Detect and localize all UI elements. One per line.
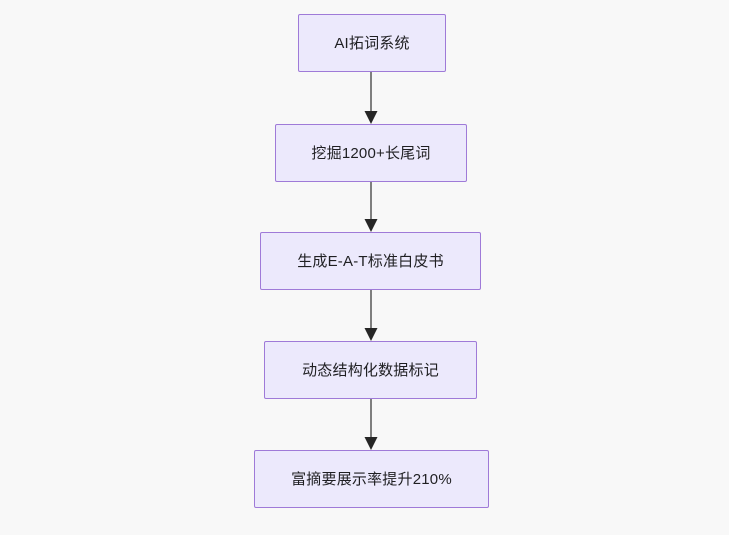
flowchart-node-eat-whitepaper[interactable]: 生成E-A-T标准白皮书 [260, 232, 481, 290]
flowchart-node-ai-keyword-system[interactable]: AI拓词系统 [298, 14, 446, 72]
node-label: 生成E-A-T标准白皮书 [297, 252, 444, 270]
flowchart-node-longtail-keywords[interactable]: 挖掘1200+长尾词 [275, 124, 467, 182]
edge-n4-n5 [359, 399, 383, 450]
edge-n2-n3 [359, 182, 383, 232]
flowchart-node-rich-snippet-uplift[interactable]: 富摘要展示率提升210% [254, 450, 489, 508]
node-label: AI拓词系统 [334, 34, 410, 52]
edge-n3-n4 [359, 290, 383, 341]
node-label: 富摘要展示率提升210% [291, 470, 452, 488]
node-label: 挖掘1200+长尾词 [311, 144, 431, 162]
node-label: 动态结构化数据标记 [302, 361, 439, 379]
edge-n1-n2 [359, 72, 383, 124]
flowchart-node-structured-data-markup[interactable]: 动态结构化数据标记 [264, 341, 477, 399]
